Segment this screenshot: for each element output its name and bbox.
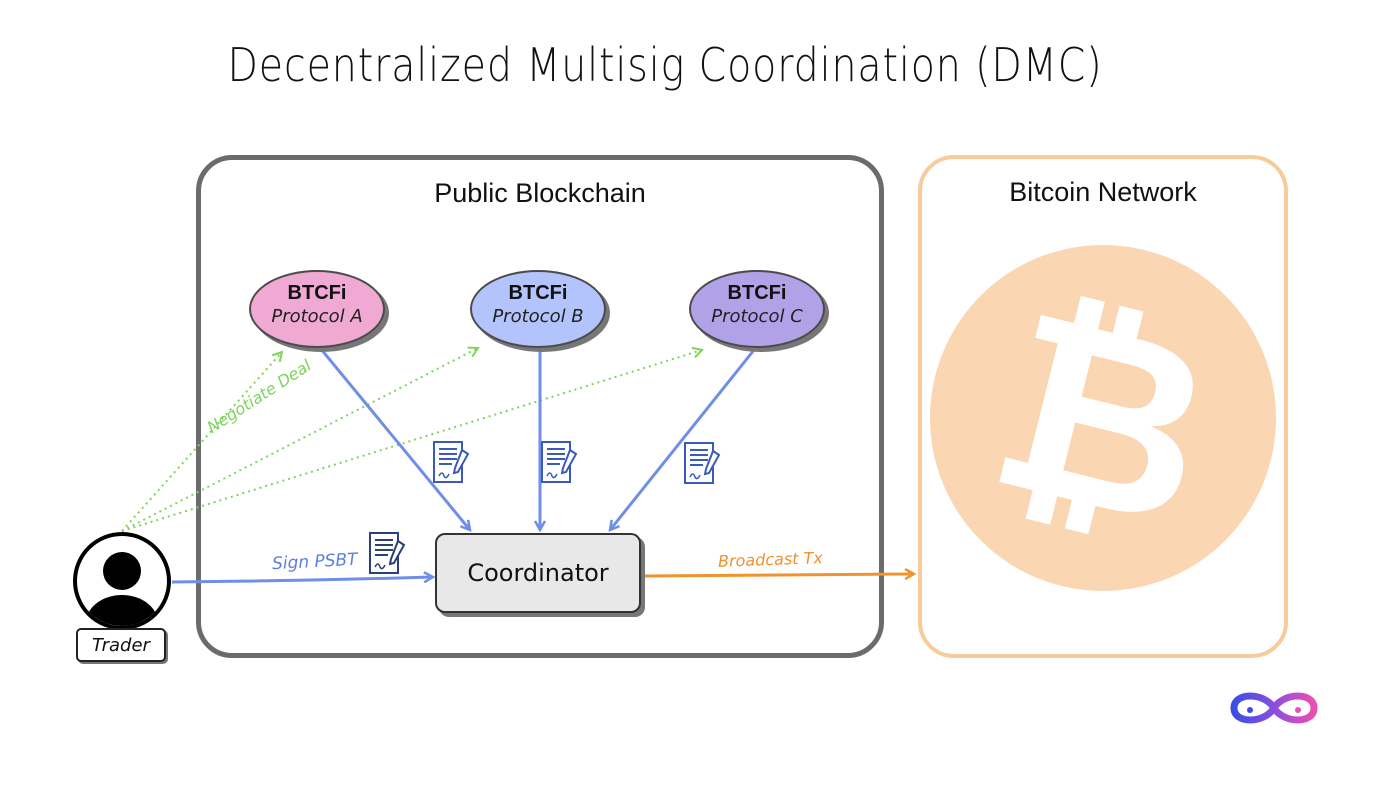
negotiate-arrow-c [121,350,702,532]
infinity-logo-icon [1230,692,1318,724]
protocol-c-label: Protocol C [711,306,803,327]
public-blockchain-title: Public Blockchain [434,178,646,208]
public-blockchain-panel: Public Blockchain [196,155,884,658]
protocol-b-label: Protocol B [492,306,584,327]
protocol-c-to-coordinator-arrow [610,344,760,530]
bitcoin-circle [930,245,1276,591]
document-sign-icon [369,532,406,574]
broadcast-tx-label: Broadcast Tx [717,548,824,571]
negotiate-arrow-a [121,352,282,532]
diagram-title: Decentralized Multisig Coordination (DMC… [227,38,1103,92]
protocol-a-node: BTCFi Protocol A [249,270,385,348]
bitcoin-network-title: Bitcoin Network [1009,177,1197,207]
document-sign-icon [433,441,470,483]
trader-label: Trader [76,628,166,662]
negotiate-arrow-b [121,348,478,532]
document-sign-icon [684,442,721,484]
broadcast-arrow [644,574,914,576]
user-icon [73,532,171,630]
protocol-a-name: BTCFi [287,282,347,304]
protocol-c-node: BTCFi Protocol C [689,270,825,348]
coordinator-node: Coordinator [435,533,641,613]
protocol-a-to-coordinator-arrow [314,342,470,530]
protocol-c-name: BTCFi [727,282,787,304]
protocol-b-node: BTCFi Protocol B [470,270,606,348]
document-sign-icon [541,441,578,483]
protocol-b-name: BTCFi [508,282,568,304]
protocol-a-label: Protocol A [271,306,363,327]
sign-psbt-arrow [171,577,433,584]
bitcoin-network-panel: Bitcoin Network [918,155,1288,658]
